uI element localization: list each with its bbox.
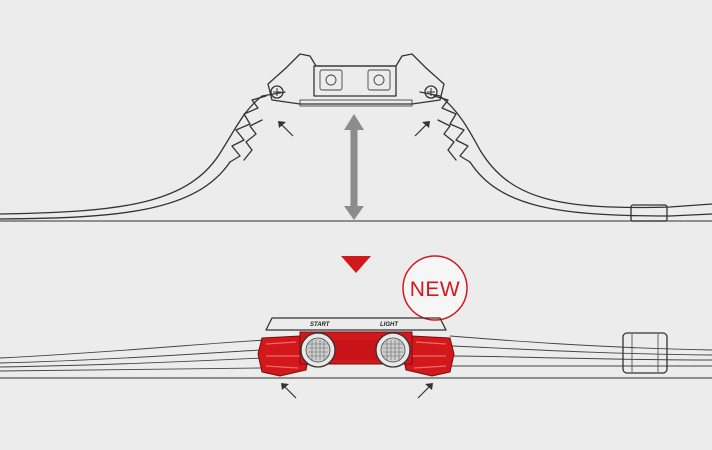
new-band: START LIGHT (0, 317, 712, 399)
new-badge-text: NEW (410, 278, 461, 301)
start-button-label: START (310, 322, 331, 328)
down-triangle-icon (341, 256, 371, 273)
pointer-arrow-icon (417, 383, 433, 399)
new-badge: NEW (402, 255, 468, 321)
light-button-label: LIGHT (380, 322, 399, 328)
left-pusher (300, 332, 336, 368)
right-pusher (375, 332, 411, 368)
pointer-arrow-icon (414, 121, 430, 137)
pointer-arrow-icon (278, 121, 294, 137)
pointer-arrow-icon (281, 383, 297, 399)
old-band (0, 53, 712, 222)
double-arrow-icon (344, 114, 364, 220)
